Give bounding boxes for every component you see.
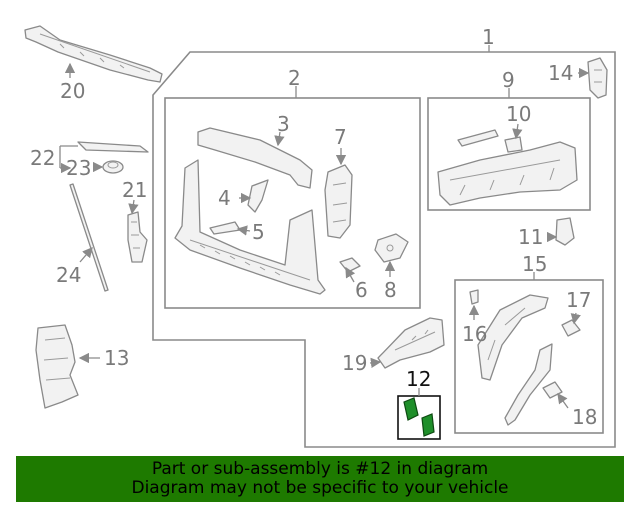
part-14-bracket bbox=[587, 57, 608, 99]
part-13-splash-shield bbox=[35, 324, 79, 409]
subassembly-frame-15 bbox=[454, 279, 604, 434]
callout-14: 14 bbox=[548, 61, 573, 85]
part-10-bracket bbox=[457, 129, 523, 153]
callout-12: 12 bbox=[406, 367, 431, 391]
part-17-bracket bbox=[561, 319, 581, 337]
part-20-tie-bar bbox=[24, 25, 163, 83]
part-11-bracket bbox=[555, 217, 575, 246]
part-2-radiator-support bbox=[174, 159, 326, 295]
part-23-grommet bbox=[102, 160, 124, 174]
part-22-seal bbox=[77, 141, 149, 153]
part-16-clip bbox=[469, 289, 479, 305]
callout-6: 6 bbox=[355, 278, 368, 302]
parts-diagram: 1 2 3 4 5 6 7 8 9 10 11 12 13 14 15 16 1… bbox=[24, 25, 616, 448]
callout-24: 24 bbox=[56, 263, 81, 287]
callout-1: 1 bbox=[482, 25, 495, 49]
part-21-bracket bbox=[127, 211, 148, 263]
callout-5: 5 bbox=[252, 220, 265, 244]
callout-13: 13 bbox=[104, 346, 129, 370]
callout-2: 2 bbox=[288, 66, 301, 90]
callout-15: 15 bbox=[522, 252, 547, 276]
part-3-radiator-support-upper bbox=[197, 127, 313, 189]
callout-8: 8 bbox=[384, 278, 397, 302]
callout-17: 17 bbox=[566, 288, 591, 312]
callout-16: 16 bbox=[462, 322, 487, 346]
part-9-apron bbox=[437, 141, 578, 206]
banner-line-part-info: Part or sub-assembly is #12 in diagram bbox=[151, 459, 489, 479]
part-8-bracket bbox=[374, 233, 409, 263]
part-15-pillar bbox=[477, 294, 549, 381]
part-5-bracket bbox=[209, 221, 241, 235]
callout-7: 7 bbox=[334, 125, 347, 149]
callout-19: 19 bbox=[342, 351, 367, 375]
callout-21: 21 bbox=[122, 178, 147, 202]
callout-20: 20 bbox=[60, 79, 85, 103]
part-19-brace bbox=[377, 317, 445, 369]
callout-3: 3 bbox=[277, 112, 290, 136]
banner-line-disclaimer: Diagram may not be specific to your vehi… bbox=[131, 478, 509, 498]
callout-23: 23 bbox=[66, 156, 91, 180]
part-7-side-member bbox=[324, 164, 353, 239]
subassembly-frame-2 bbox=[164, 97, 421, 309]
callout-4: 4 bbox=[218, 186, 231, 210]
callout-18: 18 bbox=[572, 405, 597, 429]
callout-11: 11 bbox=[518, 225, 543, 249]
assembly-outline-1 bbox=[152, 51, 616, 448]
callout-22: 22 bbox=[30, 146, 55, 170]
part-6-bracket bbox=[339, 257, 361, 273]
callout-9: 9 bbox=[502, 68, 515, 92]
part-24-rod bbox=[69, 183, 109, 292]
callout-10: 10 bbox=[506, 102, 531, 126]
info-banner: Part or sub-assembly is #12 in diagram D… bbox=[16, 456, 624, 502]
part-4-bracket bbox=[247, 179, 269, 213]
part-12-highlighted bbox=[403, 397, 435, 437]
part-15-lower-rail bbox=[504, 343, 553, 426]
